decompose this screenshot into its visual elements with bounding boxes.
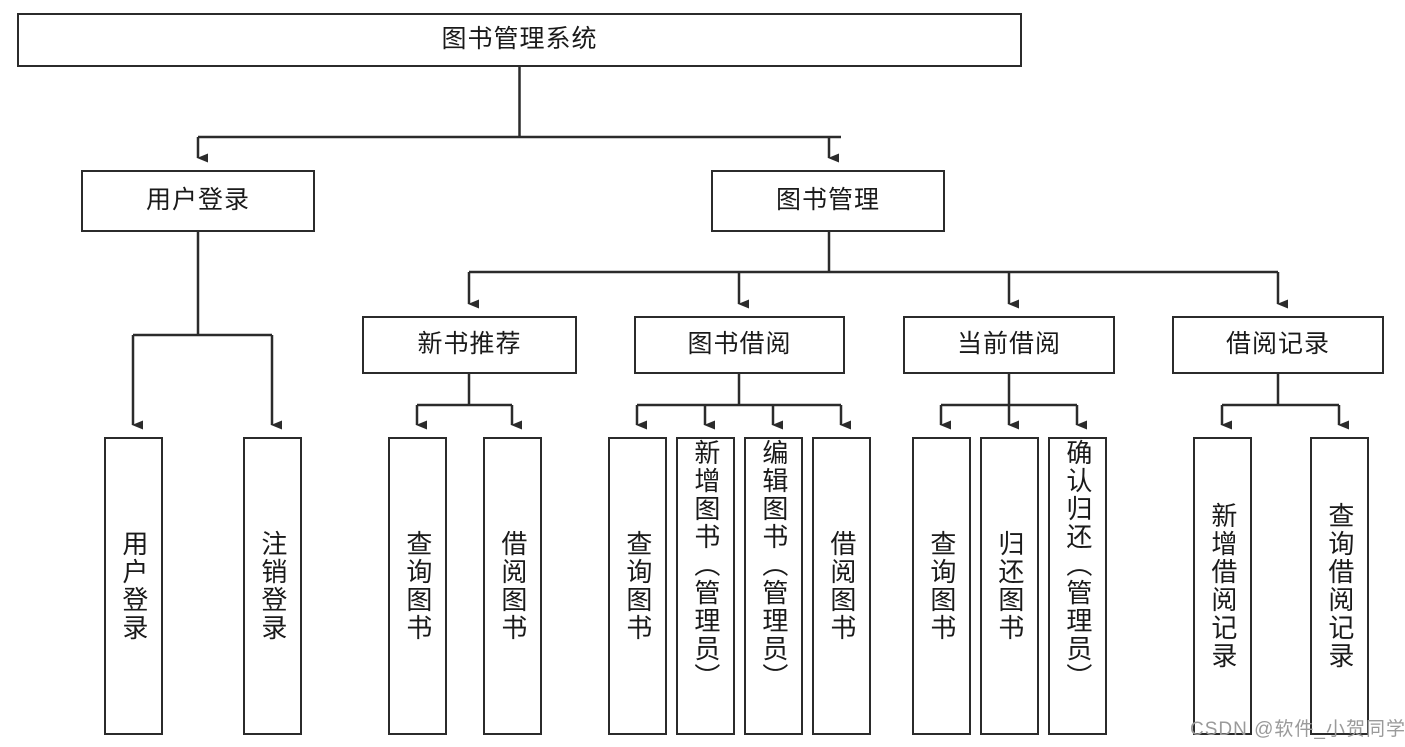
node-leaf-query-books-current-label: 查询图书 — [926, 530, 957, 642]
node-leaf-query-books-recommend[interactable]: 查询图书 — [388, 437, 447, 735]
node-current-borrow[interactable]: 当前借阅 — [903, 316, 1115, 374]
node-leaf-logout[interactable]: 注销登录 — [243, 437, 302, 735]
node-leaf-user-login[interactable]: 用户登录 — [104, 437, 163, 735]
node-leaf-add-book-admin-label: 新增图书（管理员） — [690, 439, 721, 691]
node-borrow-record[interactable]: 借阅记录 — [1172, 316, 1384, 374]
node-new-book-recommend[interactable]: 新书推荐 — [362, 316, 577, 374]
node-leaf-query-borrow-record-label: 查询借阅记录 — [1324, 502, 1355, 670]
node-book-management-label: 图书管理 — [775, 186, 880, 215]
node-leaf-return-books[interactable]: 归还图书 — [980, 437, 1039, 735]
node-leaf-add-borrow-record[interactable]: 新增借阅记录 — [1193, 437, 1252, 735]
node-user-login-label: 用户登录 — [145, 186, 250, 215]
node-leaf-add-book-admin[interactable]: 新增图书（管理员） — [676, 437, 735, 735]
node-root-book-management-system[interactable]: 图书管理系统 — [17, 13, 1022, 67]
csdn-watermark: CSDN @软件_小贺同学 — [1190, 719, 1405, 740]
node-leaf-borrow-books-borrow-label: 借阅图书 — [826, 530, 857, 642]
node-leaf-query-books-borrow[interactable]: 查询图书 — [608, 437, 667, 735]
node-leaf-edit-book-admin-label: 编辑图书（管理员） — [758, 439, 789, 691]
node-leaf-borrow-books-recommend-label: 借阅图书 — [497, 530, 528, 642]
node-book-management[interactable]: 图书管理 — [711, 170, 945, 232]
node-borrow-record-label: 借阅记录 — [1225, 330, 1330, 359]
node-leaf-return-books-label: 归还图书 — [994, 530, 1025, 642]
node-leaf-user-login-label: 用户登录 — [118, 530, 149, 642]
node-book-borrow-label: 图书借阅 — [687, 330, 792, 359]
node-root-label: 图书管理系统 — [441, 25, 598, 54]
node-leaf-confirm-return-admin-label: 确认归还（管理员） — [1062, 439, 1093, 691]
node-leaf-logout-label: 注销登录 — [257, 530, 288, 642]
node-leaf-query-books-recommend-label: 查询图书 — [402, 530, 433, 642]
node-leaf-borrow-books-borrow[interactable]: 借阅图书 — [812, 437, 871, 735]
node-current-borrow-label: 当前借阅 — [956, 330, 1061, 359]
node-leaf-edit-book-admin[interactable]: 编辑图书（管理员） — [744, 437, 803, 735]
node-leaf-query-books-current[interactable]: 查询图书 — [912, 437, 971, 735]
node-book-borrow[interactable]: 图书借阅 — [634, 316, 845, 374]
node-leaf-confirm-return-admin[interactable]: 确认归还（管理员） — [1048, 437, 1107, 735]
node-leaf-query-borrow-record[interactable]: 查询借阅记录 — [1310, 437, 1369, 735]
node-leaf-add-borrow-record-label: 新增借阅记录 — [1207, 502, 1238, 670]
node-user-login[interactable]: 用户登录 — [81, 170, 315, 232]
node-leaf-query-books-borrow-label: 查询图书 — [622, 530, 653, 642]
node-leaf-borrow-books-recommend[interactable]: 借阅图书 — [483, 437, 542, 735]
node-new-book-recommend-label: 新书推荐 — [417, 330, 522, 359]
